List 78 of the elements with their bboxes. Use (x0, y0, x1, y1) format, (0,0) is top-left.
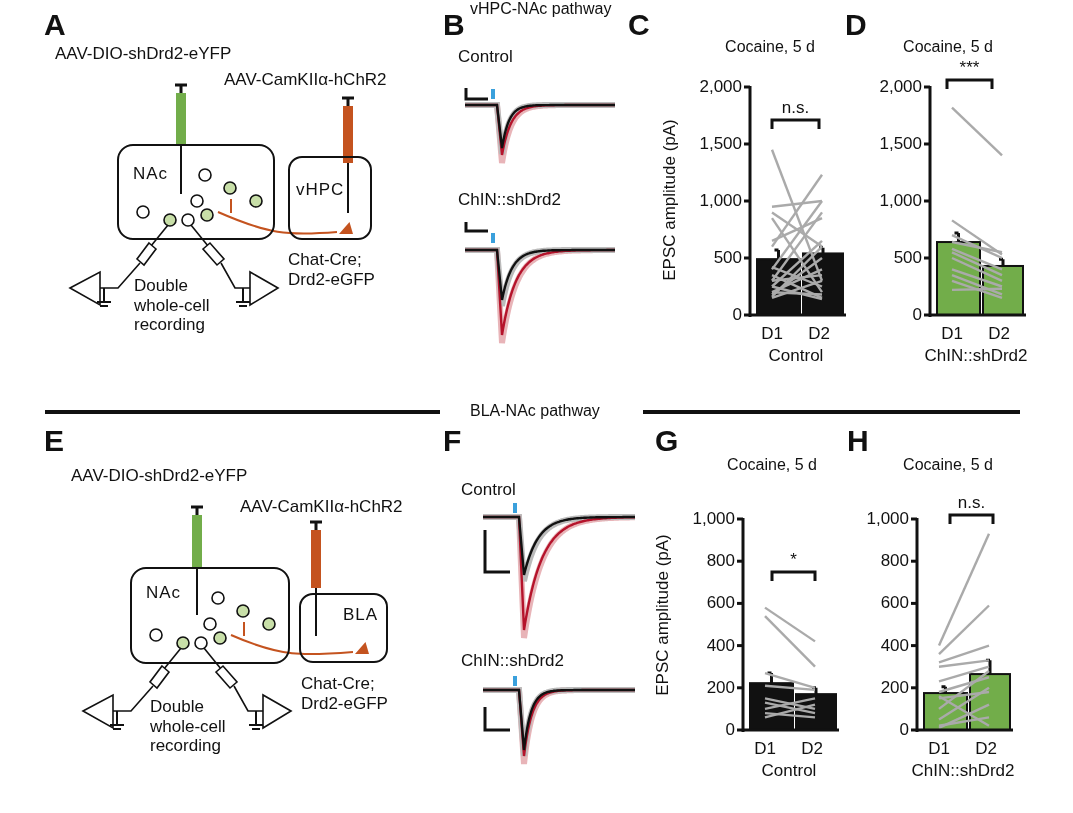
tick-label: 2,000 (699, 77, 742, 97)
panel-letter: B (443, 8, 465, 43)
axon-projection (217, 211, 338, 235)
category-label: D1 (754, 739, 776, 759)
panel-letter: D (845, 8, 867, 43)
tick-label: 0 (912, 305, 922, 325)
region-label: BLA (343, 605, 379, 625)
vector-label: AAV-CamKIIα-hChR2 (240, 497, 403, 517)
region-label: vHPC (296, 180, 345, 200)
vector-label: AAV-DIO-shDrd2-eYFP (55, 44, 232, 64)
chart-title: Cocaine, 5 d (727, 456, 817, 475)
category-label: D2 (975, 739, 997, 759)
group-label: Control (761, 761, 817, 781)
section-heading: BLA-NAc pathway (470, 402, 600, 421)
category-label: D1 (761, 324, 783, 344)
group-label: ChIN::shDrd2 (911, 761, 1015, 781)
chart-title: Cocaine, 5 d (725, 38, 815, 57)
chart-title: Cocaine, 5 d (903, 456, 993, 475)
tick-label: 0 (899, 720, 909, 740)
tick-label: 200 (706, 677, 735, 698)
tick-label: 2,000 (879, 77, 922, 97)
neuron-soma-icon (355, 642, 369, 654)
chart-title: Cocaine, 5 d (903, 38, 993, 57)
tick-label: 500 (893, 248, 922, 268)
tick-label: 400 (880, 635, 909, 656)
tick-label: 1,000 (692, 509, 735, 529)
tick-label: 1,500 (879, 134, 922, 154)
genotype-label: Chat-Cre; Drd2-eGFP (288, 250, 376, 290)
category-label: D1 (928, 739, 950, 759)
axis-title: EPSC amplitude (pA) (653, 534, 673, 696)
axis-title: EPSC amplitude (pA) (660, 119, 680, 281)
tick-label: 400 (706, 635, 735, 656)
tick-label: 800 (880, 551, 909, 571)
tick-label: 200 (880, 677, 909, 698)
brain-region-box (117, 144, 275, 240)
category-label: D1 (941, 324, 963, 344)
tick-label: 500 (713, 248, 742, 268)
category-label: D2 (988, 324, 1010, 344)
region-label: NAc (133, 164, 169, 184)
section-heading: vHPC-NAc pathway (470, 0, 612, 19)
group-label: Control (768, 346, 824, 366)
region-label: NAc (146, 583, 182, 603)
panel-letter: G (655, 424, 679, 459)
panel-letter: H (847, 424, 869, 459)
significance-mark: * (790, 550, 797, 570)
tick-label: 600 (706, 593, 735, 613)
tick-label: 600 (880, 593, 909, 613)
tick-label: 800 (706, 551, 735, 571)
panel-letter: F (443, 424, 462, 459)
neuron-soma-icon (339, 222, 353, 234)
trace-label: ChIN::shDrd2 (461, 651, 564, 671)
brain-region-box (130, 567, 290, 664)
tick-label: 1,000 (699, 191, 742, 211)
tick-label: 1,000 (879, 191, 922, 211)
tick-label: 1,500 (699, 134, 742, 154)
category-label: D2 (808, 324, 830, 344)
vector-label: AAV-CamKIIα-hChR2 (224, 70, 387, 90)
recording-label: Double whole-cell recording (134, 276, 211, 335)
panel-letter: E (44, 424, 64, 459)
brain-region-box (299, 593, 388, 663)
panel-letter: C (628, 8, 650, 43)
significance-mark: n.s. (957, 493, 986, 513)
trace-label: Control (461, 480, 516, 500)
significance-mark: n.s. (781, 98, 810, 118)
recording-label: Double whole-cell recording (150, 697, 227, 756)
significance-mark: *** (959, 58, 980, 78)
vector-label: AAV-DIO-shDrd2-eYFP (71, 466, 248, 486)
genotype-label: Chat-Cre; Drd2-eGFP (301, 674, 389, 714)
group-label: ChIN::shDrd2 (924, 346, 1028, 366)
axon-projection (230, 634, 354, 656)
brain-region-box (288, 156, 372, 240)
tick-label: 1,000 (866, 509, 909, 529)
trace-label: ChIN::shDrd2 (458, 190, 561, 210)
trace-label: Control (458, 47, 513, 67)
category-label: D2 (801, 739, 823, 759)
tick-label: 0 (732, 305, 742, 325)
panel-letter: A (44, 8, 66, 43)
tick-label: 0 (725, 720, 735, 740)
